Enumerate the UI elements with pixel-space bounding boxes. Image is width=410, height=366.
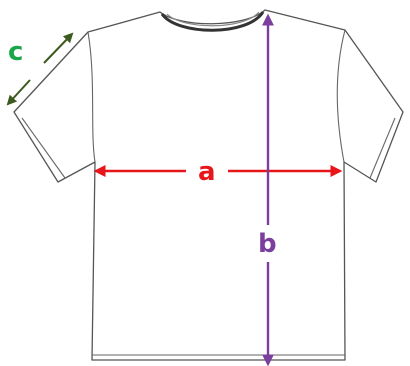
tshirt-outline — [13, 9, 404, 361]
right-sleeve-hem — [369, 117, 396, 179]
left-sleeve-hem — [21, 117, 66, 179]
chest-width-measure: a — [93, 157, 343, 187]
left-armhole — [87, 31, 96, 163]
body-length-measure: b — [258, 13, 277, 366]
collar — [160, 11, 265, 32]
chest-width-label: a — [198, 157, 216, 187]
sleeve-length-label: c — [8, 37, 23, 67]
sleeve-length-arrow-upper — [43, 32, 74, 64]
right-armhole — [336, 29, 346, 163]
sleeve-length-measure: c — [6, 32, 74, 106]
sleeve-length-arrow-lower — [6, 79, 31, 106]
body-length-label: b — [258, 229, 277, 259]
